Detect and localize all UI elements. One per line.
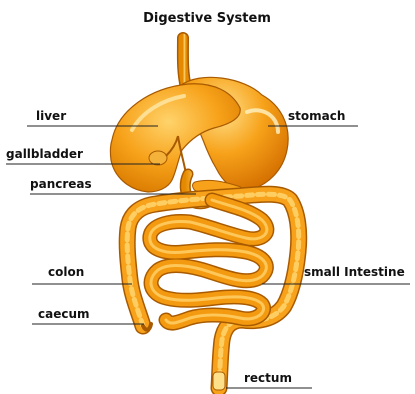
label-caecum: caecum xyxy=(32,307,144,324)
label-pancreas-text: pancreas xyxy=(30,177,92,191)
label-rectum-text: rectum xyxy=(244,371,292,385)
label-small-intestine: small Intestine xyxy=(262,265,410,284)
label-rectum: rectum xyxy=(226,371,312,388)
label-small-intestine-text: small Intestine xyxy=(304,265,405,279)
label-caecum-text: caecum xyxy=(38,307,90,321)
label-colon-text: colon xyxy=(48,265,84,279)
label-colon: colon xyxy=(32,265,132,284)
diagram-title: Digestive System xyxy=(143,11,271,26)
rectum-organ xyxy=(213,372,225,390)
small-intestine-organ xyxy=(150,200,267,323)
label-liver-text: liver xyxy=(36,109,66,123)
esophagus xyxy=(183,38,186,88)
label-stomach-text: stomach xyxy=(288,109,345,123)
label-gallbladder-text: gallbladder xyxy=(6,147,83,161)
